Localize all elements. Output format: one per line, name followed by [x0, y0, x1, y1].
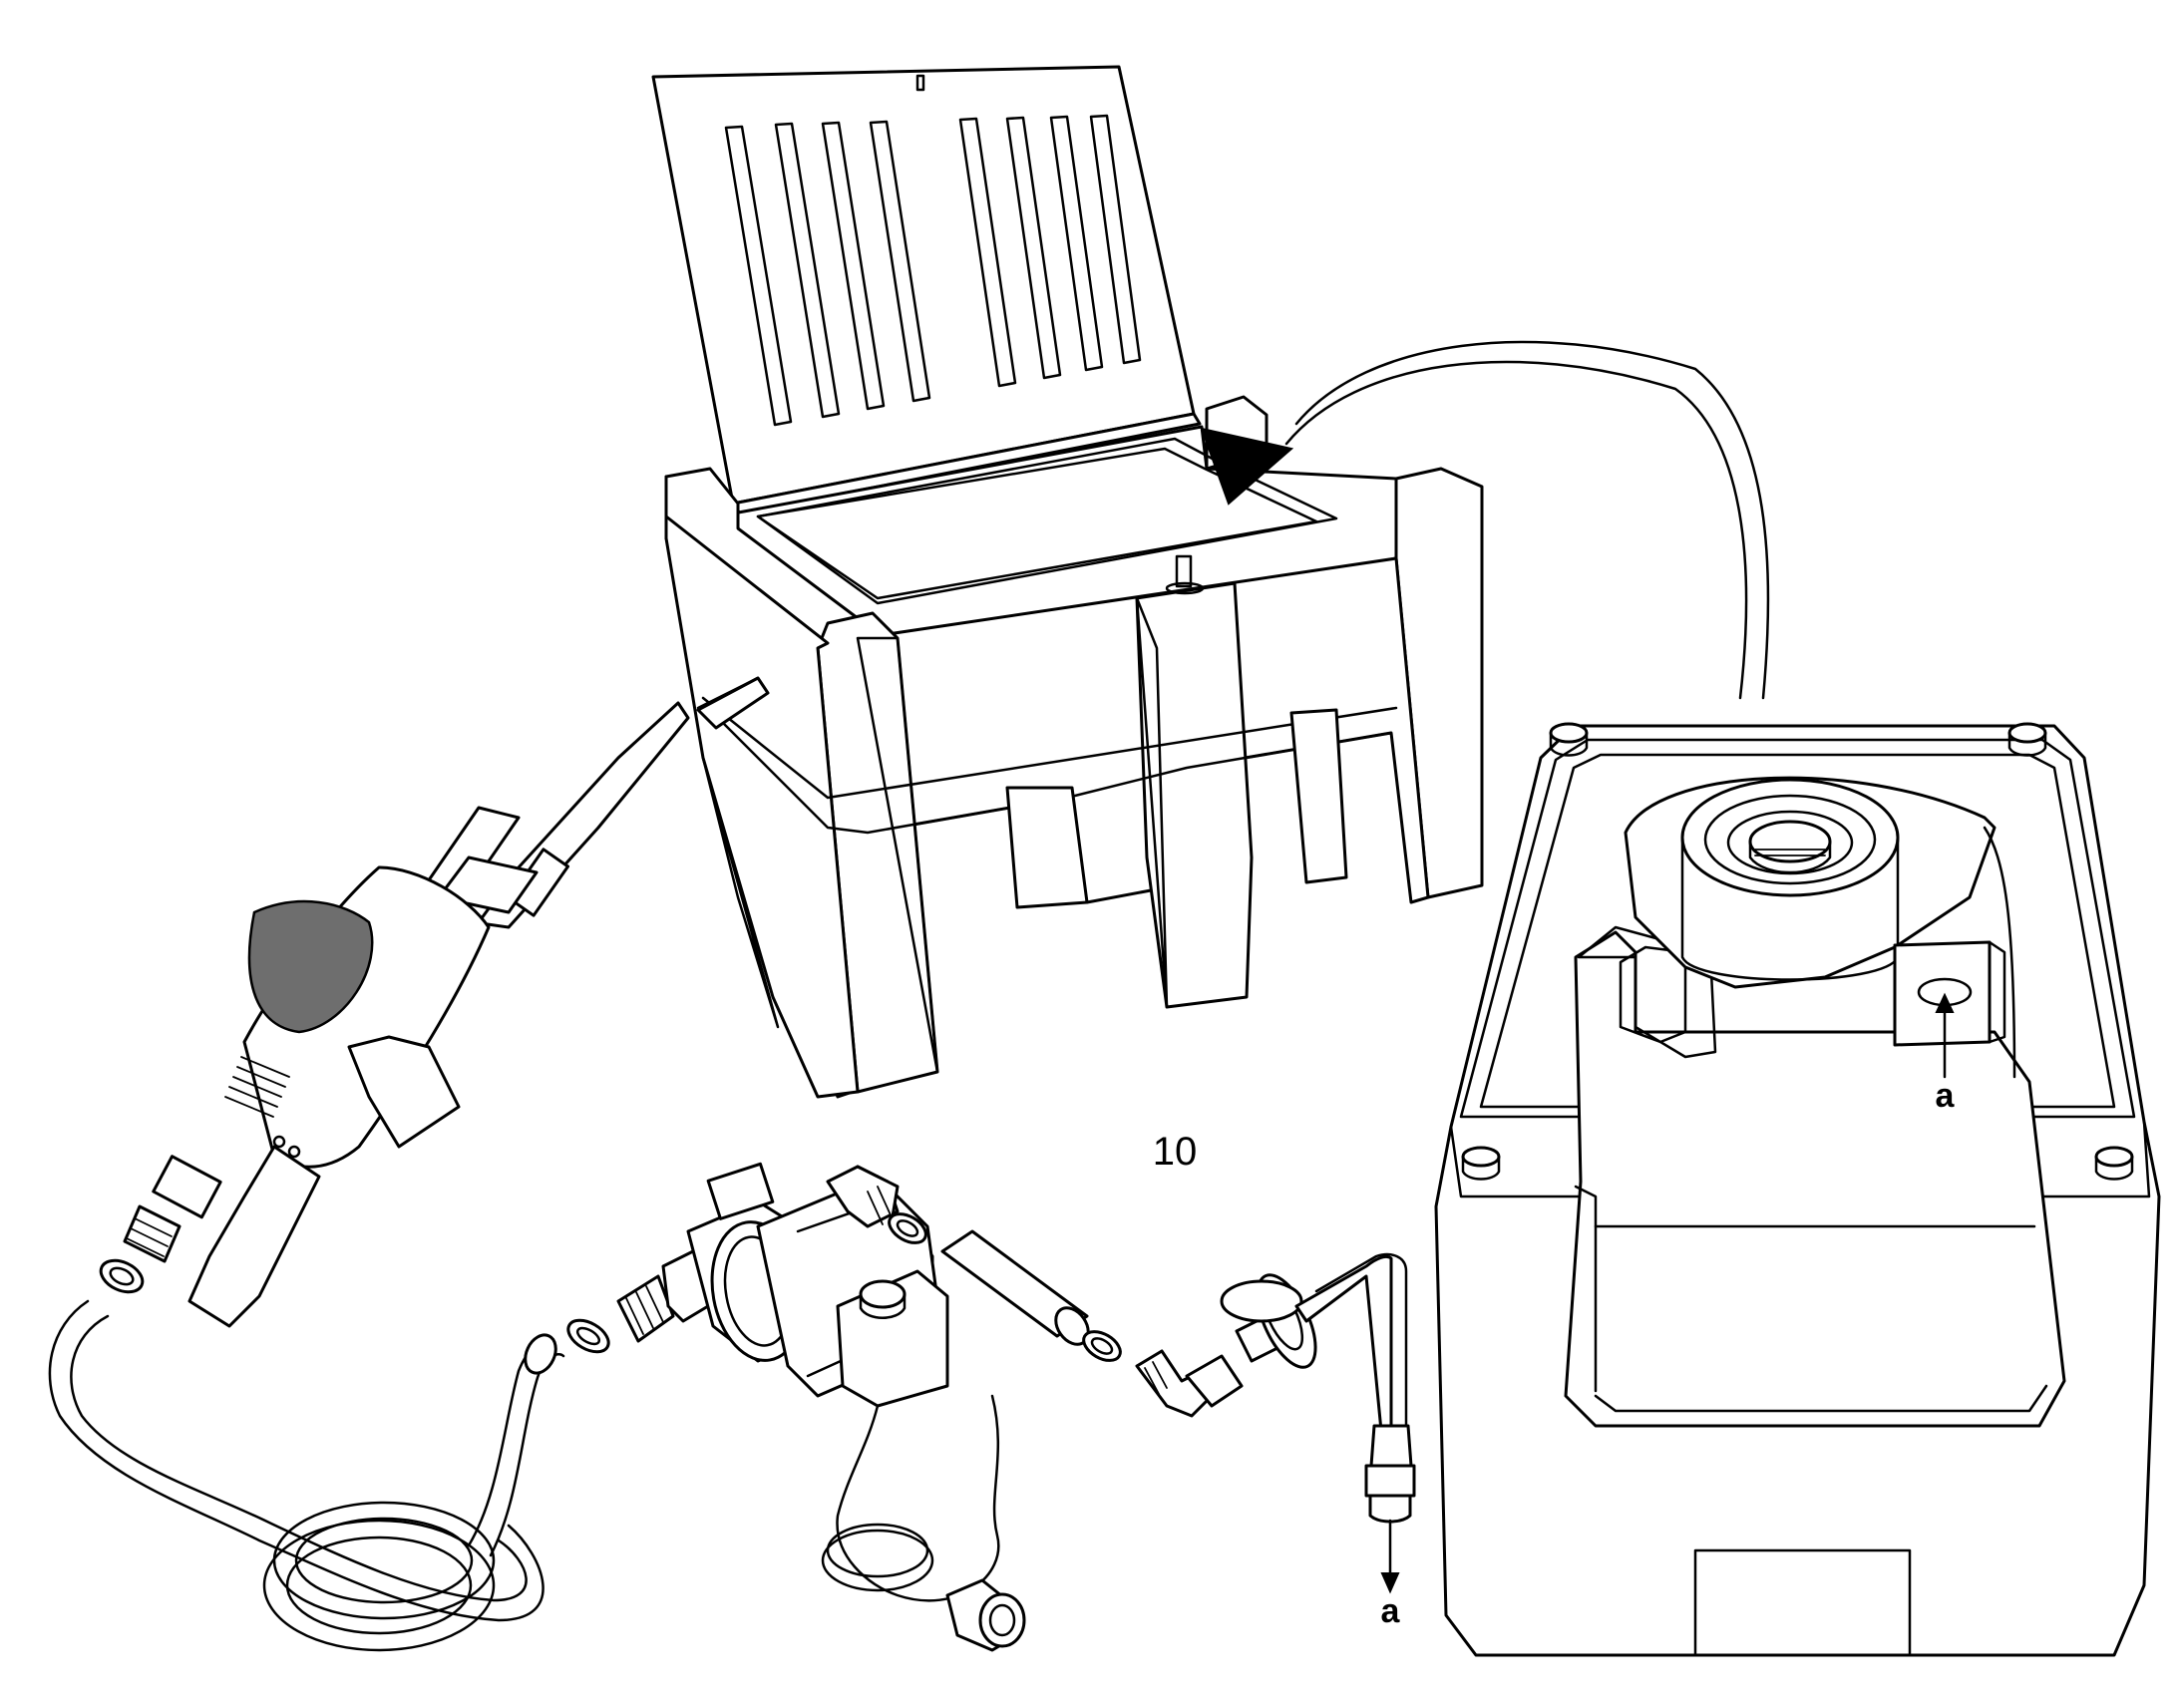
coiled-hose	[48, 1299, 565, 1652]
fill-arrow-head	[1200, 427, 1294, 506]
pump-assembly	[566, 1162, 1026, 1652]
pump-inlet-thread	[625, 1285, 664, 1335]
pump-outlet-thread	[867, 1186, 894, 1225]
figure-number: 10	[1153, 1130, 1198, 1174]
lid-slots	[724, 114, 1142, 427]
transfer-hose	[1284, 340, 1770, 700]
fuel-nozzle	[99, 676, 770, 1328]
storage-box	[651, 65, 1484, 1099]
connection-label-tank: a	[1936, 1077, 1956, 1115]
grip-ridges	[224, 1056, 290, 1118]
connection-label-pipe: a	[1381, 1592, 1401, 1630]
suction-line	[888, 1212, 1416, 1594]
tank-bolts	[1461, 722, 2134, 1181]
fuel-tank	[1434, 722, 2161, 1657]
box-body	[664, 395, 1484, 1099]
nozzle-thread	[126, 1217, 173, 1257]
elbow-thread	[1144, 1361, 1168, 1395]
box-lid	[651, 65, 1202, 515]
